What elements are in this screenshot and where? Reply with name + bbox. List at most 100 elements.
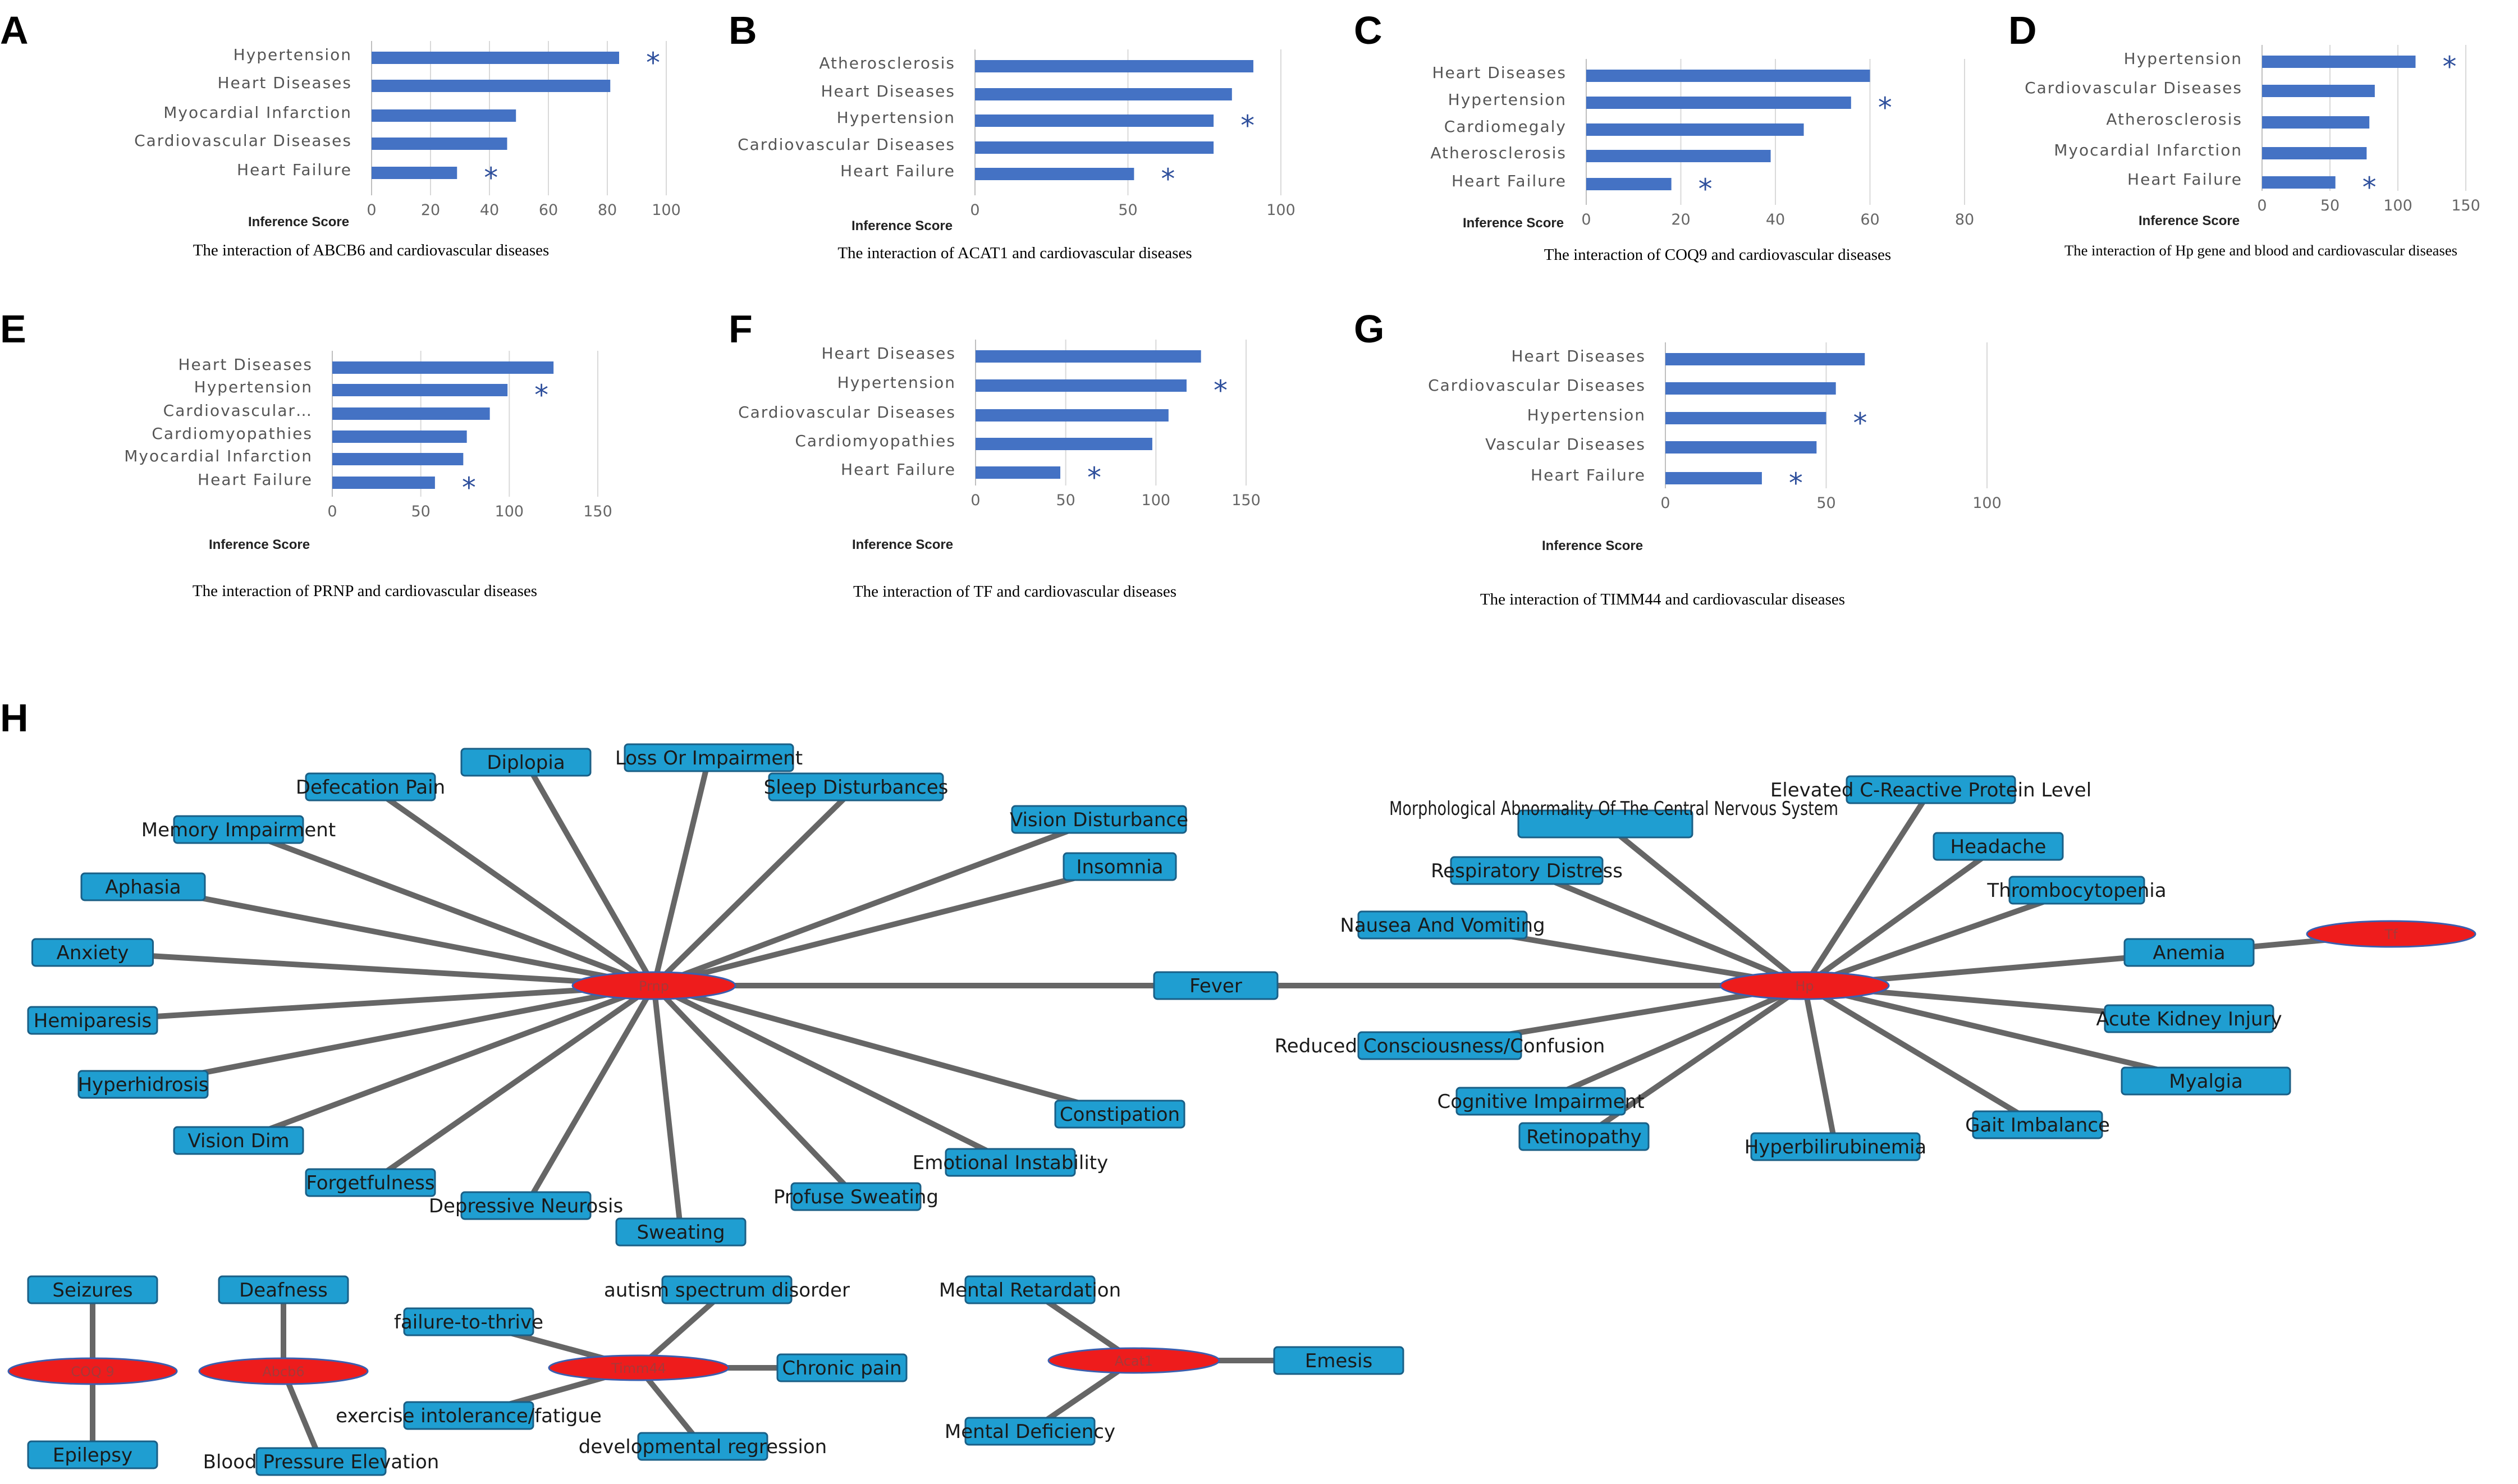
term-label: Emotional Instability [913, 1152, 1108, 1174]
category-label: Cardiomegaly [1444, 117, 1567, 136]
term-node [218, 1275, 349, 1304]
bar [976, 350, 1201, 363]
bar [975, 168, 1134, 180]
term-label: Memory Impairment [141, 819, 336, 841]
x-tick-label: 50 [1816, 494, 1835, 512]
term-label: Forgetfulness [306, 1172, 434, 1194]
term-node [1153, 971, 1279, 1000]
term-label: Hyperhidrosis [77, 1074, 208, 1096]
term-node [27, 1275, 158, 1304]
category-label: Cardiomyopathies [152, 424, 313, 443]
term-label: Headache [1951, 836, 2047, 858]
x-tick-label: 50 [1056, 492, 1075, 509]
x-tick-label: 0 [1660, 494, 1670, 512]
term-label: Sweating [637, 1221, 725, 1244]
term-node [305, 1168, 436, 1197]
significance-star: * [484, 162, 498, 194]
bar [1665, 472, 1762, 484]
network-edge [651, 757, 712, 987]
network-edges [90, 757, 2392, 1463]
term-node [403, 1401, 534, 1430]
term-node [1972, 1110, 2103, 1139]
network-edge [92, 983, 654, 1023]
gene-label: Timm44 [611, 1361, 666, 1376]
term-label: exercise intolerance/fatigue [336, 1405, 602, 1427]
term-node [305, 772, 436, 801]
x-tick-label: 0 [327, 503, 337, 520]
x-tick-label: 100 [1266, 201, 1295, 219]
network-edge [92, 950, 654, 988]
significance-star: * [1214, 374, 1228, 407]
category-label: Heart Diseases [217, 74, 352, 92]
term-label: Thrombocytopenia [1986, 880, 2166, 902]
term-node [624, 743, 794, 772]
x-tick-label: 50 [1118, 201, 1137, 219]
significance-star: * [2363, 171, 2377, 204]
chart-caption: The interaction of Hp gene and blood and… [2064, 242, 2457, 259]
x-tick-label: 100 [2383, 197, 2412, 214]
term-label: Myalgia [2169, 1070, 2243, 1093]
gene-label: COQ 9 [71, 1364, 114, 1380]
term-node [255, 1447, 387, 1476]
term-label: Morphological Abnormality Of The Central… [1389, 798, 1838, 820]
term-node [1750, 1132, 1921, 1161]
term-label: Seizures [52, 1279, 132, 1302]
bar [2262, 85, 2375, 97]
category-label: Cardiovascular Diseases [1428, 376, 1646, 395]
term-node [173, 1126, 304, 1155]
term-node [27, 1440, 158, 1469]
gene-label: Abcb6 [262, 1364, 304, 1380]
bar [976, 409, 1169, 422]
bar [2262, 116, 2370, 129]
x-axis-label: Inference Score [851, 218, 953, 233]
term-node [1933, 832, 2064, 861]
bar [1586, 150, 1771, 162]
bar [332, 430, 467, 443]
significance-star: * [1698, 173, 1713, 205]
panel-letter: C [1354, 8, 1382, 52]
category-label: Hypertension [837, 373, 956, 392]
category-label: Atherosclerosis [2106, 110, 2242, 129]
term-label: Cognitive Impairment [1437, 1091, 1644, 1113]
x-tick-label: 0 [1581, 211, 1591, 228]
network-edge [369, 983, 656, 1185]
chart-caption: The interaction of COQ9 and cardiovascul… [1544, 246, 1891, 264]
category-label: Heart Failure [840, 162, 955, 180]
network-edge [651, 985, 684, 1233]
term-node [460, 1191, 592, 1220]
category-label: Atherosclerosis [1430, 144, 1567, 162]
network-edge [653, 983, 1121, 1117]
bar [1586, 178, 1672, 190]
gene-label: Hp [1795, 978, 1814, 994]
x-tick-label: 80 [598, 201, 617, 219]
x-tick-label: 100 [1972, 494, 2002, 512]
bar [332, 361, 554, 374]
term-label: Blood Pressure Elevation [203, 1451, 439, 1473]
x-tick-label: 100 [495, 503, 524, 520]
term-node [661, 1275, 793, 1304]
term-node [790, 1182, 922, 1211]
x-axis-label: Inference Score [209, 537, 310, 552]
network-edge [1803, 983, 2207, 1084]
term-node [2121, 1066, 2291, 1096]
significance-star: * [534, 379, 548, 411]
bar [332, 477, 435, 489]
category-label: Hypertension [194, 378, 313, 396]
x-tick-label: 40 [1766, 211, 1785, 228]
term-label: Elevated C-Reactive Protein Level [1770, 779, 2091, 801]
panel-letter: E [0, 307, 26, 351]
significance-star: * [646, 47, 660, 79]
bar [2262, 56, 2416, 68]
network-edge [652, 983, 1012, 1165]
term-label: Mental Deficiency [945, 1421, 1115, 1443]
term-label: Mental Retardation [939, 1279, 1121, 1302]
network-edge [653, 817, 1100, 988]
term-label: Anxiety [57, 942, 129, 964]
network-edge [652, 785, 858, 988]
panel-letter: F [729, 307, 753, 351]
term-node [80, 872, 206, 901]
bar [1665, 353, 1865, 365]
